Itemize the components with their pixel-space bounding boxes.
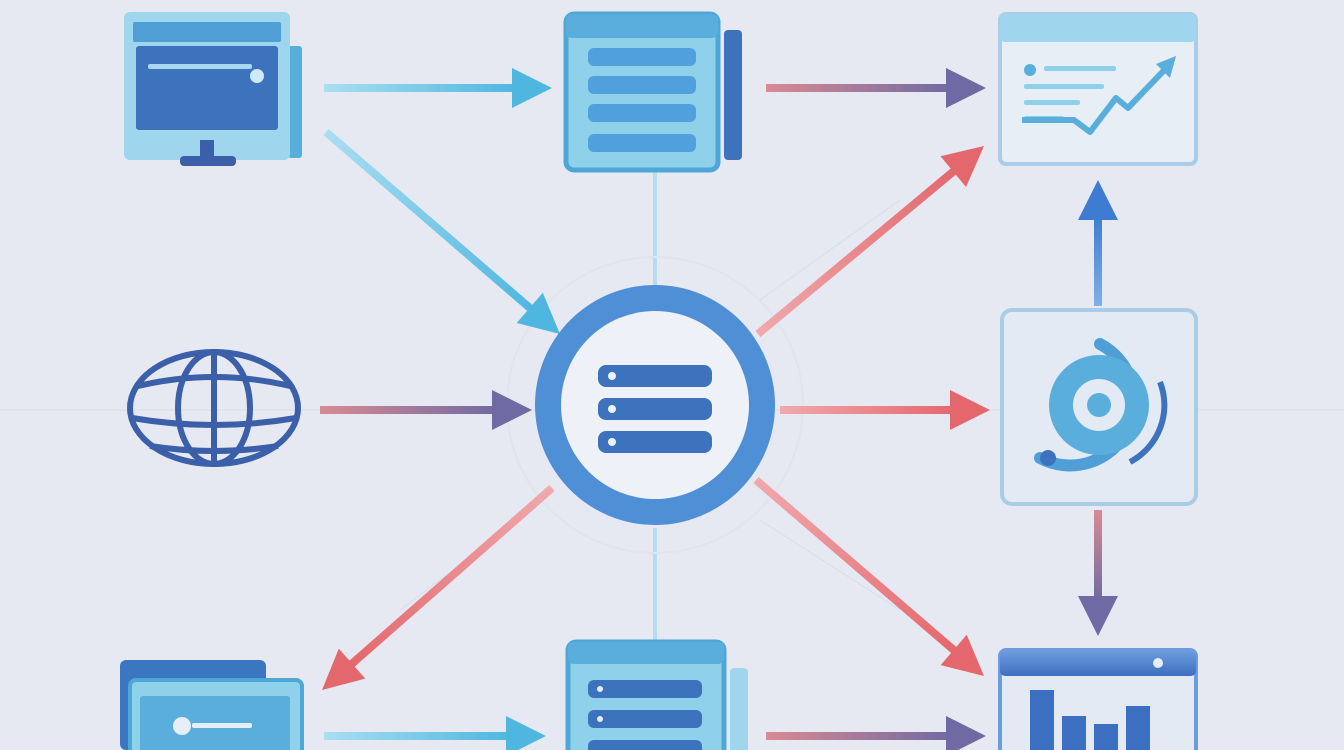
edges-layer [320, 68, 1118, 750]
globe-icon [127, 349, 301, 467]
line-chart-icon [998, 12, 1198, 166]
arrow-central-hub-to-file-window [321, 484, 555, 690]
arrow-desktop-monitor-to-top-server [324, 68, 552, 108]
database-hub-icon [535, 285, 775, 525]
folder-window-icon [120, 660, 304, 750]
arrow-head [492, 390, 532, 430]
server-stack-icon [565, 639, 748, 750]
arrow-head [946, 716, 986, 750]
arrow-shaft [1094, 214, 1102, 306]
arrow-sync-panel-to-analytics-dashboard [1078, 180, 1118, 306]
arrow-top-server-to-analytics-dashboard [766, 68, 986, 108]
arrow-shaft [344, 484, 555, 671]
arrow-shaft [1094, 510, 1102, 602]
arrow-shaft [766, 84, 952, 92]
arrow-shaft [324, 732, 512, 740]
bar-chart-icon [998, 648, 1198, 750]
arrow-shaft [766, 732, 952, 740]
arrow-head [950, 390, 990, 430]
arrow-shaft [755, 164, 961, 338]
target-sync-icon [1000, 308, 1198, 506]
arrow-shaft [323, 128, 537, 315]
arrow-head [940, 146, 984, 187]
arrow-shaft [320, 406, 498, 414]
arrow-globe-to-central-hub [320, 390, 532, 430]
arrow-head [516, 292, 561, 334]
arrow-central-hub-to-analytics-dashboard [755, 146, 984, 338]
arrow-head [321, 648, 366, 690]
arrow-head [1078, 596, 1118, 636]
arrow-shaft [780, 406, 956, 414]
arrow-head [940, 634, 985, 676]
arrow-file-window-to-bottom-server [324, 716, 546, 750]
arrow-desktop-monitor-to-central-hub [323, 128, 561, 334]
server-rack-icon [563, 11, 742, 173]
arrow-head [946, 68, 986, 108]
arrow-bottom-server-to-bar-chart-panel [766, 716, 986, 750]
arrow-sync-panel-to-bar-chart-panel [1078, 510, 1118, 636]
arrow-central-hub-to-sync-panel [780, 390, 990, 430]
arrow-shaft [324, 84, 518, 92]
arrow-head [1078, 180, 1118, 220]
arrow-shaft [753, 476, 961, 657]
arrow-head [512, 68, 552, 108]
monitor-icon [124, 12, 302, 166]
arrow-central-hub-to-bar-chart-panel [753, 476, 985, 676]
arrow-head [506, 716, 546, 750]
